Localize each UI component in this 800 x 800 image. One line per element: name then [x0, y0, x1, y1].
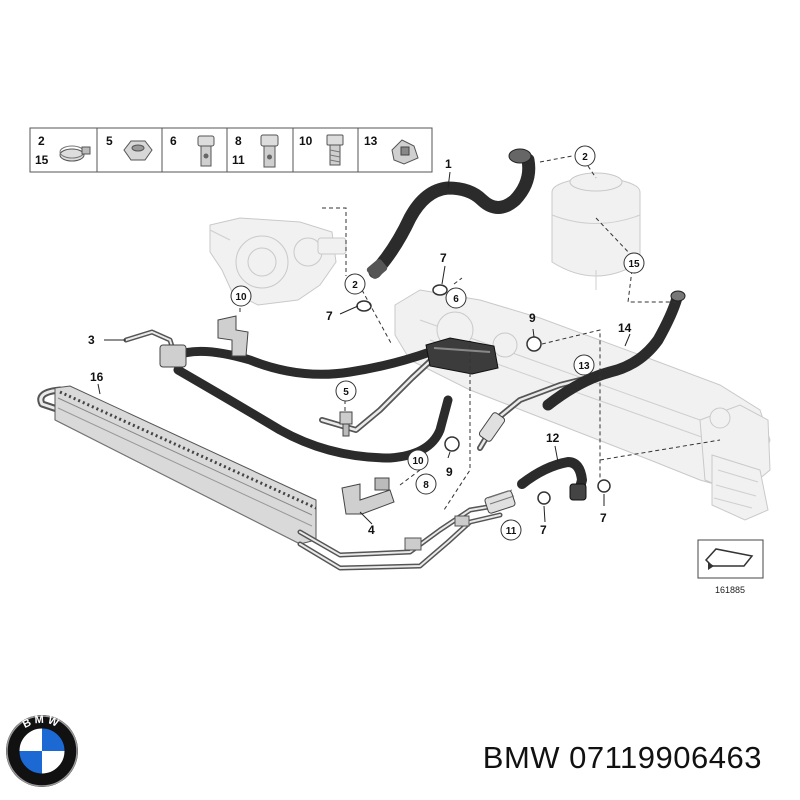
callout-5: 5: [343, 387, 349, 398]
callout-2: 2: [352, 280, 358, 291]
hose-connector-block: [425, 337, 499, 375]
brand-footer: BMW: [6, 714, 78, 787]
callout-10: 10: [235, 292, 247, 303]
arrow-icon: [704, 548, 754, 570]
hose-3: [123, 329, 453, 463]
callout-7: 7: [600, 511, 607, 525]
hose-14: [542, 290, 686, 411]
callout-8: 8: [423, 480, 429, 491]
logo-letters: BMW: [21, 714, 60, 731]
legend-cell-nut: 5: [106, 134, 153, 161]
diagram-id: 161885: [715, 585, 745, 595]
o-ring-7: [537, 491, 551, 505]
callout-9: 9: [446, 465, 453, 479]
hex-bolt-icon: [326, 134, 344, 166]
callout-13: 13: [578, 361, 590, 372]
callouts: 1 3 16 7 7 9 9 14 4 12 7 7 2 2 15 10 6 1…: [88, 145, 645, 541]
o-ring-9: [526, 336, 542, 352]
callout-7: 7: [540, 523, 547, 537]
callout-15: 15: [628, 259, 640, 270]
o-ring-7: [432, 284, 448, 296]
legend-number: 2: [38, 134, 45, 148]
nut-icon: [123, 140, 153, 161]
callout-14: 14: [618, 321, 632, 335]
cooler-lines: [297, 489, 516, 571]
legend-number: 5: [106, 134, 113, 148]
callout-12: 12: [546, 431, 560, 445]
callout-6: 6: [453, 294, 459, 305]
o-ring-9: [444, 436, 460, 452]
legend-cell-clamp: 2 15: [35, 134, 91, 167]
bolt-5: [339, 411, 353, 437]
o-ring-7: [597, 479, 611, 493]
legend-number: 13: [364, 134, 378, 148]
legend-number: 8: [235, 134, 242, 148]
callout-2: 2: [582, 152, 588, 163]
callout-11: 11: [506, 526, 517, 537]
reservoir-ghost: [551, 172, 641, 290]
hose-1: [366, 148, 536, 279]
dashed-leaders: [239, 155, 721, 511]
callout-16: 16: [90, 370, 104, 384]
hose-12: [517, 457, 587, 501]
callout-10: 10: [412, 456, 424, 467]
bracket-4: [341, 477, 395, 515]
legend-number: 11: [232, 153, 245, 167]
callout-9: 9: [529, 311, 536, 325]
callout-7: 7: [326, 309, 333, 323]
hollow-bolt-icon: [197, 135, 215, 167]
legend-number: 6: [170, 134, 177, 148]
callout-4: 4: [368, 523, 375, 537]
part-number-label: BMW 07119906463: [482, 740, 762, 775]
legend-cell-clip: 13: [364, 134, 419, 165]
svg-text:BMW: BMW: [21, 714, 63, 731]
legend-cell-hollow-bolt-long: 8 11: [232, 134, 279, 168]
bmw-logo-icon: BMW: [6, 714, 78, 787]
callout-3: 3: [88, 333, 95, 347]
steering-rack-ghost: [394, 289, 771, 521]
callout-1: 1: [445, 157, 452, 171]
legend-table: 2 15 5 6 8 11: [29, 127, 433, 173]
leader-lines: [97, 171, 631, 525]
bracket-10: [217, 315, 249, 357]
hollow-bolt-icon: [260, 134, 279, 168]
hose-clamp-icon: [59, 145, 91, 162]
legend-cell-hollow-bolt: 6: [170, 134, 215, 167]
diagram-id-box: 161885: [697, 539, 764, 595]
legend-number: 10: [299, 134, 313, 148]
clip-icon: [391, 139, 419, 165]
legend-number: 15: [35, 153, 49, 167]
legend-cell-hex-bolt: 10: [299, 134, 344, 166]
power-steering-pump-ghost: [209, 217, 347, 306]
callout-7: 7: [440, 251, 447, 265]
oil-cooler: [37, 385, 317, 545]
